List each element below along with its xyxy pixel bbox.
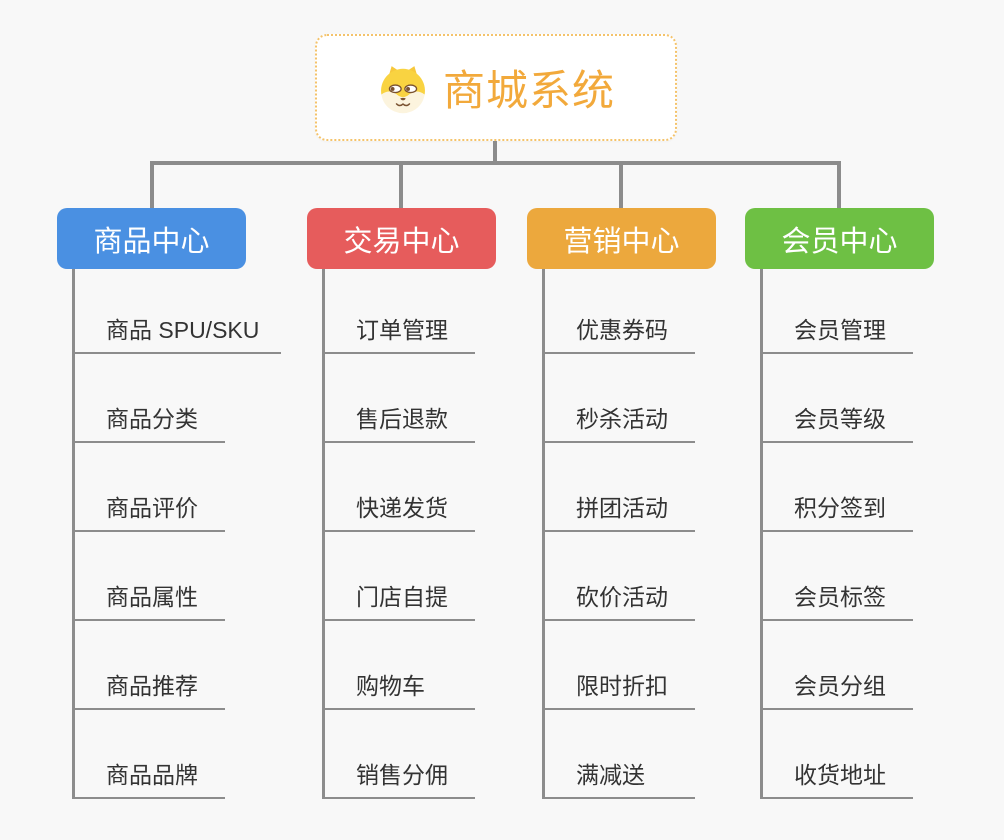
leaf-node-label: 优惠券码: [576, 317, 668, 343]
leaf-node-member-center-1[interactable]: 会员等级: [763, 354, 913, 443]
leaf-node-product-center-1[interactable]: 商品分类: [75, 354, 225, 443]
leaf-node-marketing-center-4[interactable]: 限时折扣: [545, 621, 695, 710]
branch-node-marketing-center[interactable]: 营销中心: [527, 208, 716, 269]
connector-drop-marketing-center: [619, 161, 623, 209]
root-node[interactable]: 商城系统: [315, 34, 677, 141]
leaf-node-label: 商品推荐: [106, 673, 198, 699]
leaf-node-marketing-center-5[interactable]: 满减送: [545, 710, 695, 799]
leaf-node-label: 商品分类: [106, 406, 198, 432]
dog-face-icon: [381, 65, 425, 113]
leaf-node-trade-center-0[interactable]: 订单管理: [325, 269, 475, 354]
connector-horizontal-bar: [150, 161, 839, 165]
branch-items-trade-center: 订单管理售后退款快递发货门店自提购物车销售分佣: [322, 269, 475, 799]
leaf-node-trade-center-1[interactable]: 售后退款: [325, 354, 475, 443]
leaf-node-label: 砍价活动: [576, 584, 668, 610]
connector-drop-product-center: [150, 161, 154, 209]
leaf-node-trade-center-3[interactable]: 门店自提: [325, 532, 475, 621]
leaf-node-member-center-5[interactable]: 收货地址: [763, 710, 913, 799]
leaf-node-label: 商品属性: [106, 584, 198, 610]
branch-marketing-center: 营销中心 优惠券码秒杀活动拼团活动砍价活动限时折扣满减送: [527, 208, 716, 799]
leaf-node-label: 会员标签: [794, 584, 886, 610]
leaf-node-label: 会员管理: [794, 317, 886, 343]
branch-product-center: 商品中心 商品 SPU/SKU 商品分类商品评价商品属性商品推荐商品品牌: [57, 208, 282, 799]
leaf-node-member-center-4[interactable]: 会员分组: [763, 621, 913, 710]
leaf-node-label: 商品品牌: [106, 762, 198, 788]
leaf-node-member-center-2[interactable]: 积分签到: [763, 443, 913, 532]
leaf-node-label: 销售分佣: [356, 762, 448, 788]
branch-node-member-center[interactable]: 会员中心: [745, 208, 934, 269]
leaf-node-product-center-0[interactable]: 商品 SPU/SKU: [75, 269, 282, 354]
leaf-node-marketing-center-1[interactable]: 秒杀活动: [545, 354, 695, 443]
leaf-node-product-center-3[interactable]: 商品属性: [75, 532, 225, 621]
leaf-node-trade-center-2[interactable]: 快递发货: [325, 443, 475, 532]
branch-member-center: 会员中心 会员管理会员等级积分签到会员标签会员分组收货地址: [745, 208, 934, 799]
leaf-node-label: 商品评价: [106, 495, 198, 521]
leaf-node-label: 收货地址: [794, 762, 886, 788]
leaf-node-label: 限时折扣: [576, 673, 668, 699]
leaf-node-label: 购物车: [356, 673, 425, 699]
leaf-node-label: 门店自提: [356, 584, 448, 610]
branch-trade-center: 交易中心 订单管理售后退款快递发货门店自提购物车销售分佣: [307, 208, 496, 799]
leaf-node-label: 拼团活动: [576, 495, 668, 521]
leaf-node-label: 满减送: [576, 762, 645, 788]
leaf-node-marketing-center-2[interactable]: 拼团活动: [545, 443, 695, 532]
root-node-title: 商城系统: [442, 67, 615, 114]
leaf-node-product-center-4[interactable]: 商品推荐: [75, 621, 225, 710]
leaf-node-label: 订单管理: [356, 317, 448, 343]
leaf-node-marketing-center-0[interactable]: 优惠券码: [545, 269, 695, 354]
leaf-node-product-center-5[interactable]: 商品品牌: [75, 710, 225, 799]
leaf-node-label: 商品 SPU/SKU: [106, 317, 260, 343]
leaf-node-member-center-3[interactable]: 会员标签: [763, 532, 913, 621]
branch-items-member-center: 会员管理会员等级积分签到会员标签会员分组收货地址: [760, 269, 913, 799]
leaf-node-label: 售后退款: [356, 406, 448, 432]
leaf-node-label: 快递发货: [356, 495, 448, 521]
leaf-node-product-center-2[interactable]: 商品评价: [75, 443, 225, 532]
branch-node-trade-center[interactable]: 交易中心: [307, 208, 496, 269]
leaf-node-marketing-center-3[interactable]: 砍价活动: [545, 532, 695, 621]
leaf-node-label: 会员等级: [794, 406, 886, 432]
branch-items-marketing-center: 优惠券码秒杀活动拼团活动砍价活动限时折扣满减送: [542, 269, 695, 799]
leaf-node-label: 积分签到: [794, 495, 886, 521]
branch-items-product-center: 商品 SPU/SKU 商品分类商品评价商品属性商品推荐商品品牌: [72, 269, 282, 799]
connector-drop-member-center: [837, 161, 841, 209]
leaf-node-label: 秒杀活动: [576, 406, 668, 432]
connector-drop-trade-center: [399, 161, 403, 209]
leaf-node-member-center-0[interactable]: 会员管理: [763, 269, 913, 354]
leaf-node-trade-center-4[interactable]: 购物车: [325, 621, 475, 710]
connector-root-stub: [493, 141, 497, 163]
leaf-node-label: 会员分组: [794, 673, 886, 699]
branch-node-product-center[interactable]: 商品中心: [57, 208, 246, 269]
leaf-node-trade-center-5[interactable]: 销售分佣: [325, 710, 475, 799]
